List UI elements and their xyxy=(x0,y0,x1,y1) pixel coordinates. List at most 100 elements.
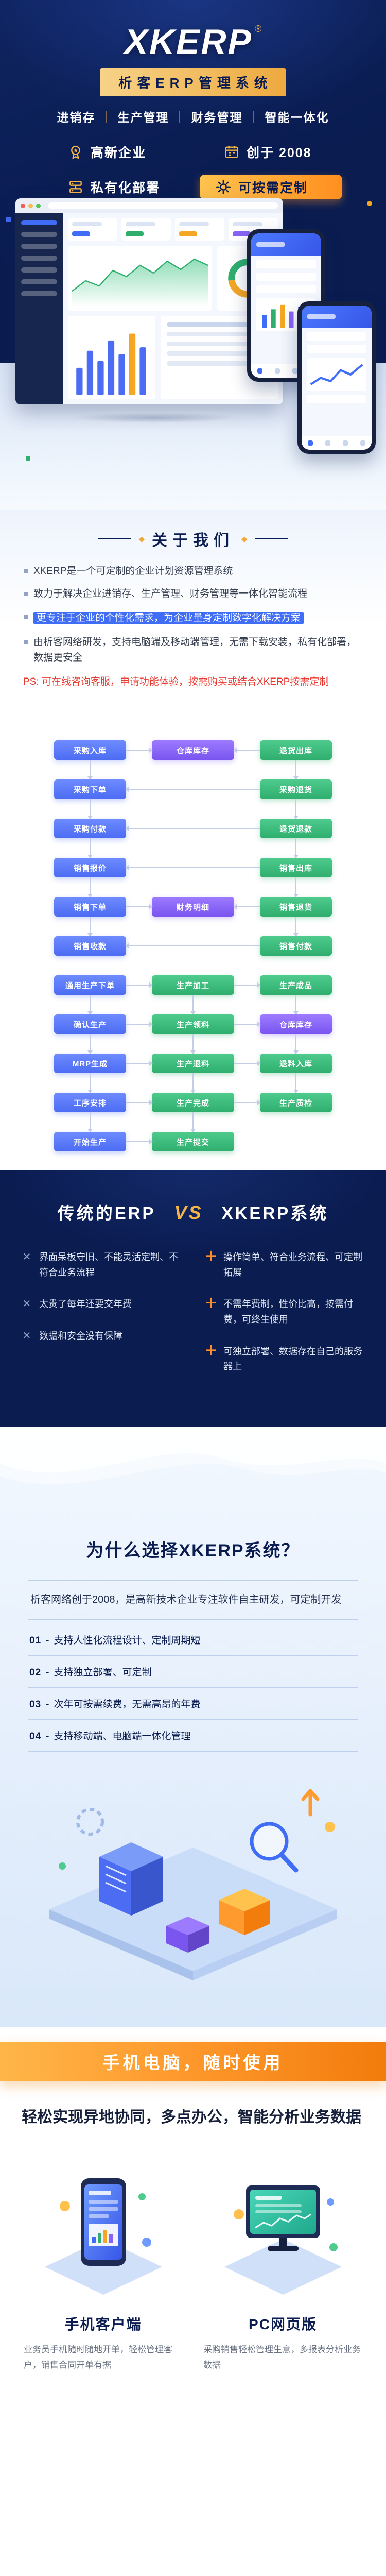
sidebar-menu-stub xyxy=(21,279,57,284)
stat-card xyxy=(121,218,171,241)
sidebar-menu-stub xyxy=(21,220,57,225)
device-cards: 手机客户端 业务员手机随时随地开单，轻松管理客户，销售合同开单有据 xyxy=(21,2155,365,2374)
tagline-item: 进销存 xyxy=(57,111,96,124)
table-line xyxy=(167,332,272,336)
flow-connector xyxy=(125,943,260,948)
mobile-client-card: 手机客户端 业务员手机随时随地开单，轻松管理客户，销售合同开单有据 xyxy=(21,2155,186,2374)
flow-connector-vertical xyxy=(293,838,299,858)
flow-node: 工序安排 xyxy=(54,1093,126,1132)
isometric-illustration xyxy=(0,1765,386,1984)
server-icon xyxy=(67,179,84,195)
why-item-text: 支持移动端、电脑端一体化管理 xyxy=(54,1731,191,1742)
flow-connector-vertical xyxy=(293,1034,299,1054)
flow-node: 采购下单 xyxy=(54,779,126,819)
pc-web-card: PC网页版 采购销售轻松管理生意，多报表分析业务数据 xyxy=(200,2155,365,2374)
why-item-number: 04 xyxy=(29,1731,42,1742)
wave-decoration xyxy=(0,1427,386,1484)
sidebar-menu-stub xyxy=(21,256,57,261)
cross-icon: ✕ xyxy=(22,1330,31,1342)
calendar-icon xyxy=(223,144,240,160)
flow-connector xyxy=(125,826,260,831)
why-item-number: 03 xyxy=(29,1699,42,1710)
about-point: 由析客网络研发，支持电脑端及移动端管理，无需下载安装，私有化部署，数据更安全 xyxy=(23,635,363,665)
flow-connector-vertical xyxy=(87,917,93,937)
hero-section: XKERP ® 析客ERP管理系统 进销存｜生产管理｜财务管理｜智能一体化 高新… xyxy=(0,0,386,510)
flow-node: 采购入库 xyxy=(54,740,126,780)
feature-badge-label: 可按需定制 xyxy=(238,181,308,195)
about-ps-note: PS: 可在线咨询客服，申请功能体验，按需购买或结合XKERP按需定制 xyxy=(23,676,329,687)
bottom-widgets-row xyxy=(68,316,278,399)
why-list-item: 03-次年可按需续费，无需高昂的年费 xyxy=(28,1688,358,1720)
bar-chart-mock xyxy=(68,316,155,399)
hero-navy-background: XKERP ® 析客ERP管理系统 进销存｜生产管理｜财务管理｜智能一体化 高新… xyxy=(0,0,386,363)
flow-connector-vertical xyxy=(87,995,93,1015)
flow-connector-vertical xyxy=(87,1073,93,1093)
plus-icon: ＋ xyxy=(204,1343,218,1358)
why-item-separator: - xyxy=(46,1667,49,1678)
flow-node: 销售付款 xyxy=(260,936,332,956)
product-screenshots xyxy=(0,198,386,502)
sidebar-menu-stub xyxy=(21,232,57,237)
plus-icon: ＋ xyxy=(204,1296,218,1311)
flow-node: 仓库库存 xyxy=(260,1014,332,1054)
flow-node: 财务明细 xyxy=(152,897,234,917)
flow-node: 采购退货 xyxy=(260,779,332,819)
flow-node: 生产成品 xyxy=(260,975,332,1015)
window-close-dot xyxy=(21,203,25,208)
flow-connector xyxy=(233,748,260,753)
table-line xyxy=(167,361,272,366)
decoration-dot xyxy=(6,217,11,222)
comparison-title: 传统的ERP VS XKERP系统 xyxy=(21,1199,365,1224)
flow-node: 生产完成 xyxy=(152,1093,234,1132)
phone-nav-bar xyxy=(302,436,372,450)
table-line xyxy=(167,351,272,356)
flow-connector-vertical xyxy=(87,1034,93,1054)
devices-heading: 轻松实现异地协同，多点办公，智能分析业务数据 xyxy=(22,2109,361,2126)
title-line xyxy=(98,538,132,539)
stat-card xyxy=(68,218,117,241)
flow-connector-vertical xyxy=(293,995,299,1015)
flow-connector-vertical xyxy=(87,1112,93,1132)
vs-item: ✕ 数据和安全没有保障 xyxy=(21,1329,181,1344)
flow-connector-vertical xyxy=(87,877,93,897)
why-item-separator: - xyxy=(46,1731,49,1742)
flowchart-grid: 采购入库仓库库存退货出库采购下单采购退货采购付款退货退款销售报价销售出库销售下单… xyxy=(0,740,386,1151)
table-line xyxy=(167,322,272,327)
flow-node: MRP生成 xyxy=(54,1054,126,1093)
table-line xyxy=(167,342,272,346)
desktop-screenshot xyxy=(15,198,283,404)
tagline-separator: ｜ xyxy=(247,111,260,124)
area-chart-mock xyxy=(68,246,212,311)
flow-node: 通用生产下单 xyxy=(54,975,126,1015)
title-line xyxy=(254,538,288,539)
vs-item-text: 界面呆板守旧、不能灵活定制、不符合业务流程 xyxy=(39,1252,178,1278)
flow-connector xyxy=(125,787,260,792)
about-point-text: XKERP是一个可定制的企业计划资源管理系统 xyxy=(33,566,233,577)
medal-icon xyxy=(67,144,84,160)
diamond-icon: ◆ xyxy=(138,535,145,544)
flow-connector-vertical xyxy=(293,877,299,897)
decoration-dot xyxy=(26,456,30,461)
flow-node: 生产退料 xyxy=(152,1054,234,1093)
flow-connector xyxy=(234,1061,261,1066)
why-item-text: 次年可按需续费，无需高昂的年费 xyxy=(54,1699,201,1710)
flow-connector-vertical xyxy=(87,838,93,858)
vs-item-text: 数据和安全没有保障 xyxy=(39,1331,122,1342)
cross-icon: ✕ xyxy=(22,1298,31,1310)
screenshot-shadow xyxy=(41,411,268,425)
tagline-item: 智能一体化 xyxy=(265,111,329,124)
sidebar-mock xyxy=(15,213,63,404)
decoration-dot xyxy=(367,201,372,206)
flow-connector xyxy=(126,1061,153,1066)
why-item-text: 支持人性化流程设计、定制周期短 xyxy=(54,1635,201,1646)
about-point: 致力于解决企业进销存、生产管理、财务管理等一体化智能流程 xyxy=(23,586,363,601)
tagline-separator: ｜ xyxy=(100,111,113,124)
product-subtitle-wrap: 析客ERP管理系统 xyxy=(0,68,386,96)
flow-node: 生产加工 xyxy=(152,975,234,1015)
logo-text: XKERP xyxy=(124,22,253,61)
about-point: XKERP是一个可定制的企业计划资源管理系统 xyxy=(23,564,363,579)
stat-cards-row xyxy=(68,218,278,241)
flow-node: 生产领料 xyxy=(152,1014,234,1054)
window-minimize-dot xyxy=(28,203,33,208)
flow-connector xyxy=(234,982,261,988)
